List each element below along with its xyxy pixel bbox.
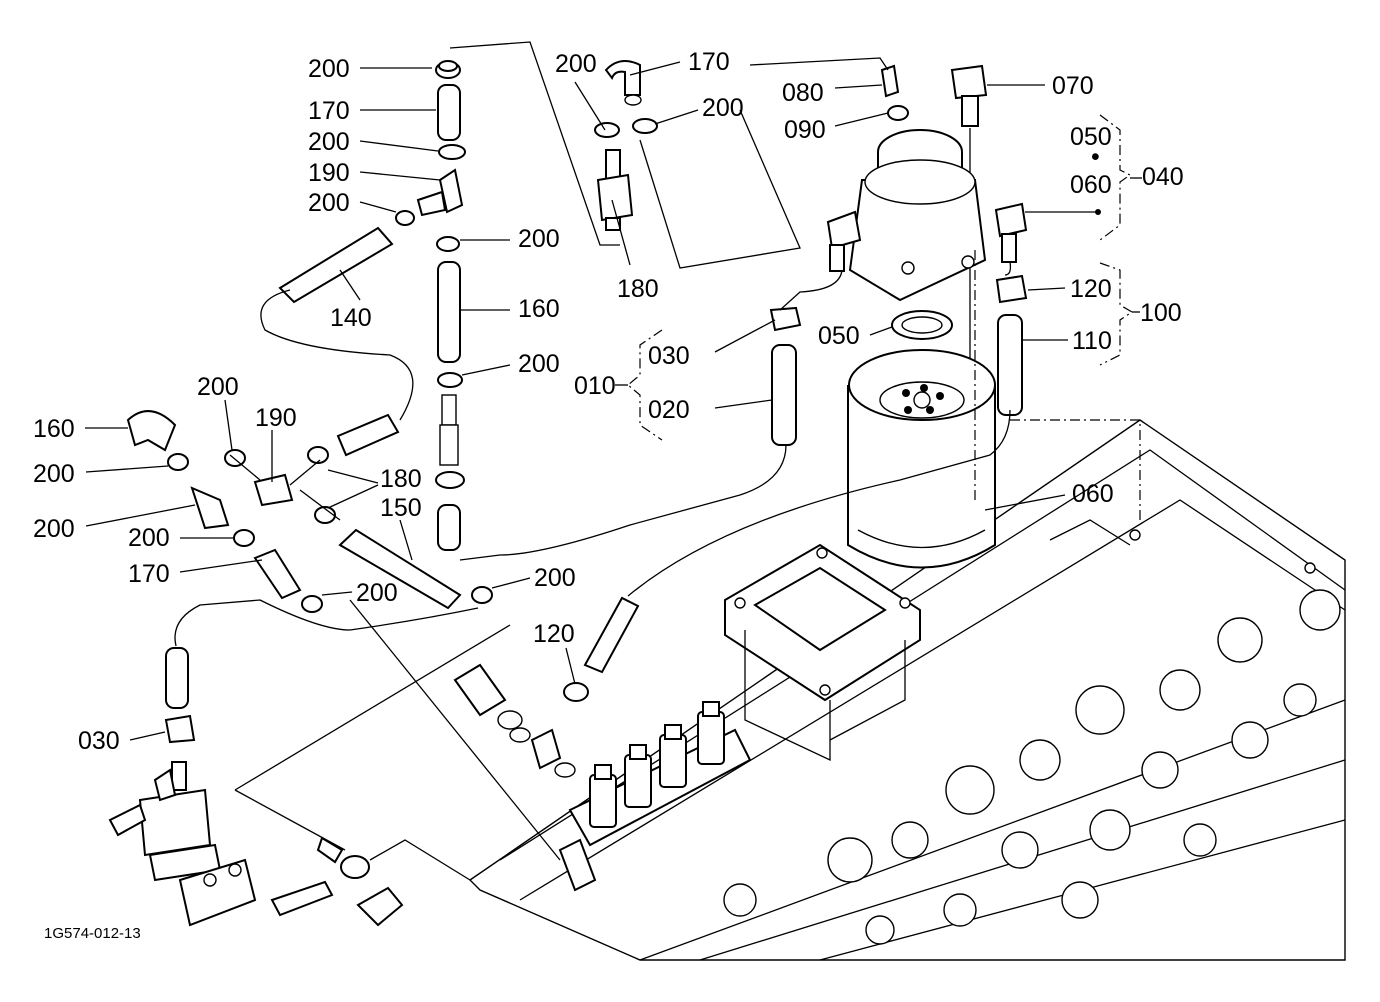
callout-c31: 190 [255, 404, 297, 432]
callout-c01: 200 [308, 55, 350, 83]
callout-c08: 160 [518, 295, 560, 323]
callout-c30: 200 [197, 373, 239, 401]
fuel-filter-assembly [826, 64, 1028, 569]
fuel-feed-pump [108, 647, 257, 927]
callout-c34: 200 [33, 515, 75, 543]
callout-c03: 200 [308, 128, 350, 156]
callout-c06: 200 [518, 225, 560, 253]
callout-c29: 160 [33, 415, 75, 443]
filter-pipes [769, 274, 1028, 446]
callout-c20: 040 [1142, 163, 1184, 191]
callout-c27: 020 [648, 396, 690, 424]
callout-c02: 170 [308, 97, 350, 125]
callout-c24: 050 [818, 322, 860, 350]
callout-c19: 060 [1070, 171, 1112, 199]
callout-c11: 170 [688, 48, 730, 76]
callout-c21: 120 [1070, 275, 1112, 303]
callout-c32: 200 [33, 460, 75, 488]
callout-c16: 070 [1052, 72, 1094, 100]
callout-c40: 120 [533, 620, 575, 648]
callout-c05: 200 [308, 189, 350, 217]
leader-lines [85, 41, 1142, 881]
cylinder-head [468, 419, 1346, 961]
callout-c09: 200 [518, 350, 560, 378]
callout-c35: 150 [380, 494, 422, 522]
callout-c10: 200 [555, 50, 597, 78]
banjo-bolt [270, 836, 404, 927]
callout-c13: 180 [617, 275, 659, 303]
callout-c07: 140 [330, 304, 372, 332]
callout-c39: 200 [534, 564, 576, 592]
callout-c41: 030 [78, 727, 120, 755]
injection-nozzles [558, 701, 752, 892]
drawing-code: 1G574-012-13 [44, 925, 141, 942]
callout-c25: 030 [648, 342, 690, 370]
callout-c14: 080 [782, 79, 824, 107]
callout-c12: 200 [702, 94, 744, 122]
return-lines [126, 60, 658, 702]
callout-labels: 200 170 200 190 200 200 140 160 200 200 … [33, 48, 1184, 755]
callout-c28: 060 [1072, 480, 1114, 508]
callout-c18: • [1091, 143, 1100, 171]
callout-c37: 170 [128, 560, 170, 588]
overflow-valve [453, 663, 576, 778]
callout-c36: 200 [128, 524, 170, 552]
callout-c23: 110 [1072, 327, 1112, 355]
callout-c33: 180 [380, 465, 422, 493]
callout-c26: 010 [574, 372, 616, 400]
callout-c15: 090 [784, 116, 826, 144]
callout-c17: 050 [1070, 123, 1112, 151]
callout-c22: 100 [1140, 299, 1182, 327]
callout-c38: 200 [356, 579, 398, 607]
valve-ports [723, 589, 1341, 945]
callout-c04: 190 [308, 159, 350, 187]
